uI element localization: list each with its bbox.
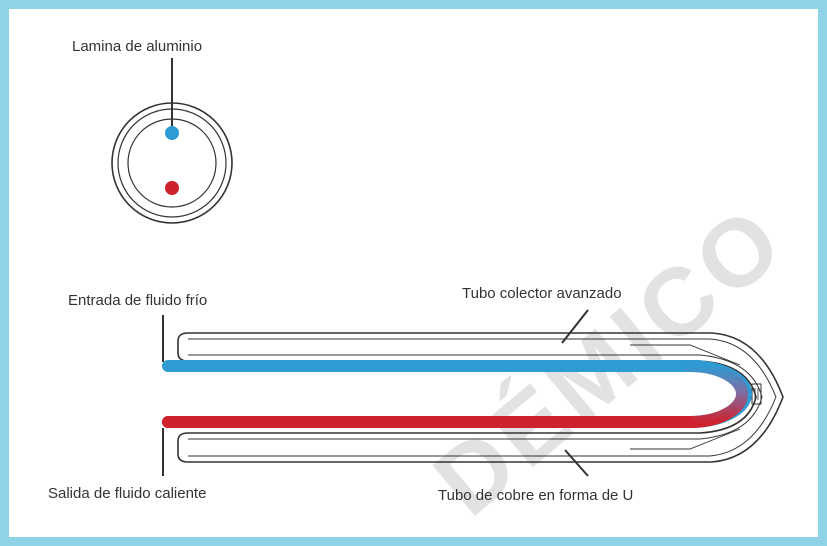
tube-cross-section: [111, 58, 233, 224]
cold-pipe-dot: [165, 126, 179, 140]
label-aluminum-sheet: Lamina de aluminio: [72, 38, 202, 55]
label-hot-outlet: Salida de fluido caliente: [48, 485, 206, 502]
collector-tube-pointer: [561, 309, 589, 344]
copper-tube-pointer: [564, 449, 589, 477]
label-cold-inlet: Entrada de fluido frío: [68, 292, 207, 309]
copper-u-tube: [162, 360, 752, 428]
label-collector-tube: Tubo colector avanzado: [462, 285, 622, 302]
hot-pipe-dot: [165, 181, 179, 195]
label-copper-u-tube: Tubo de cobre en forma de U: [438, 487, 633, 504]
u-bend: [162, 360, 748, 428]
